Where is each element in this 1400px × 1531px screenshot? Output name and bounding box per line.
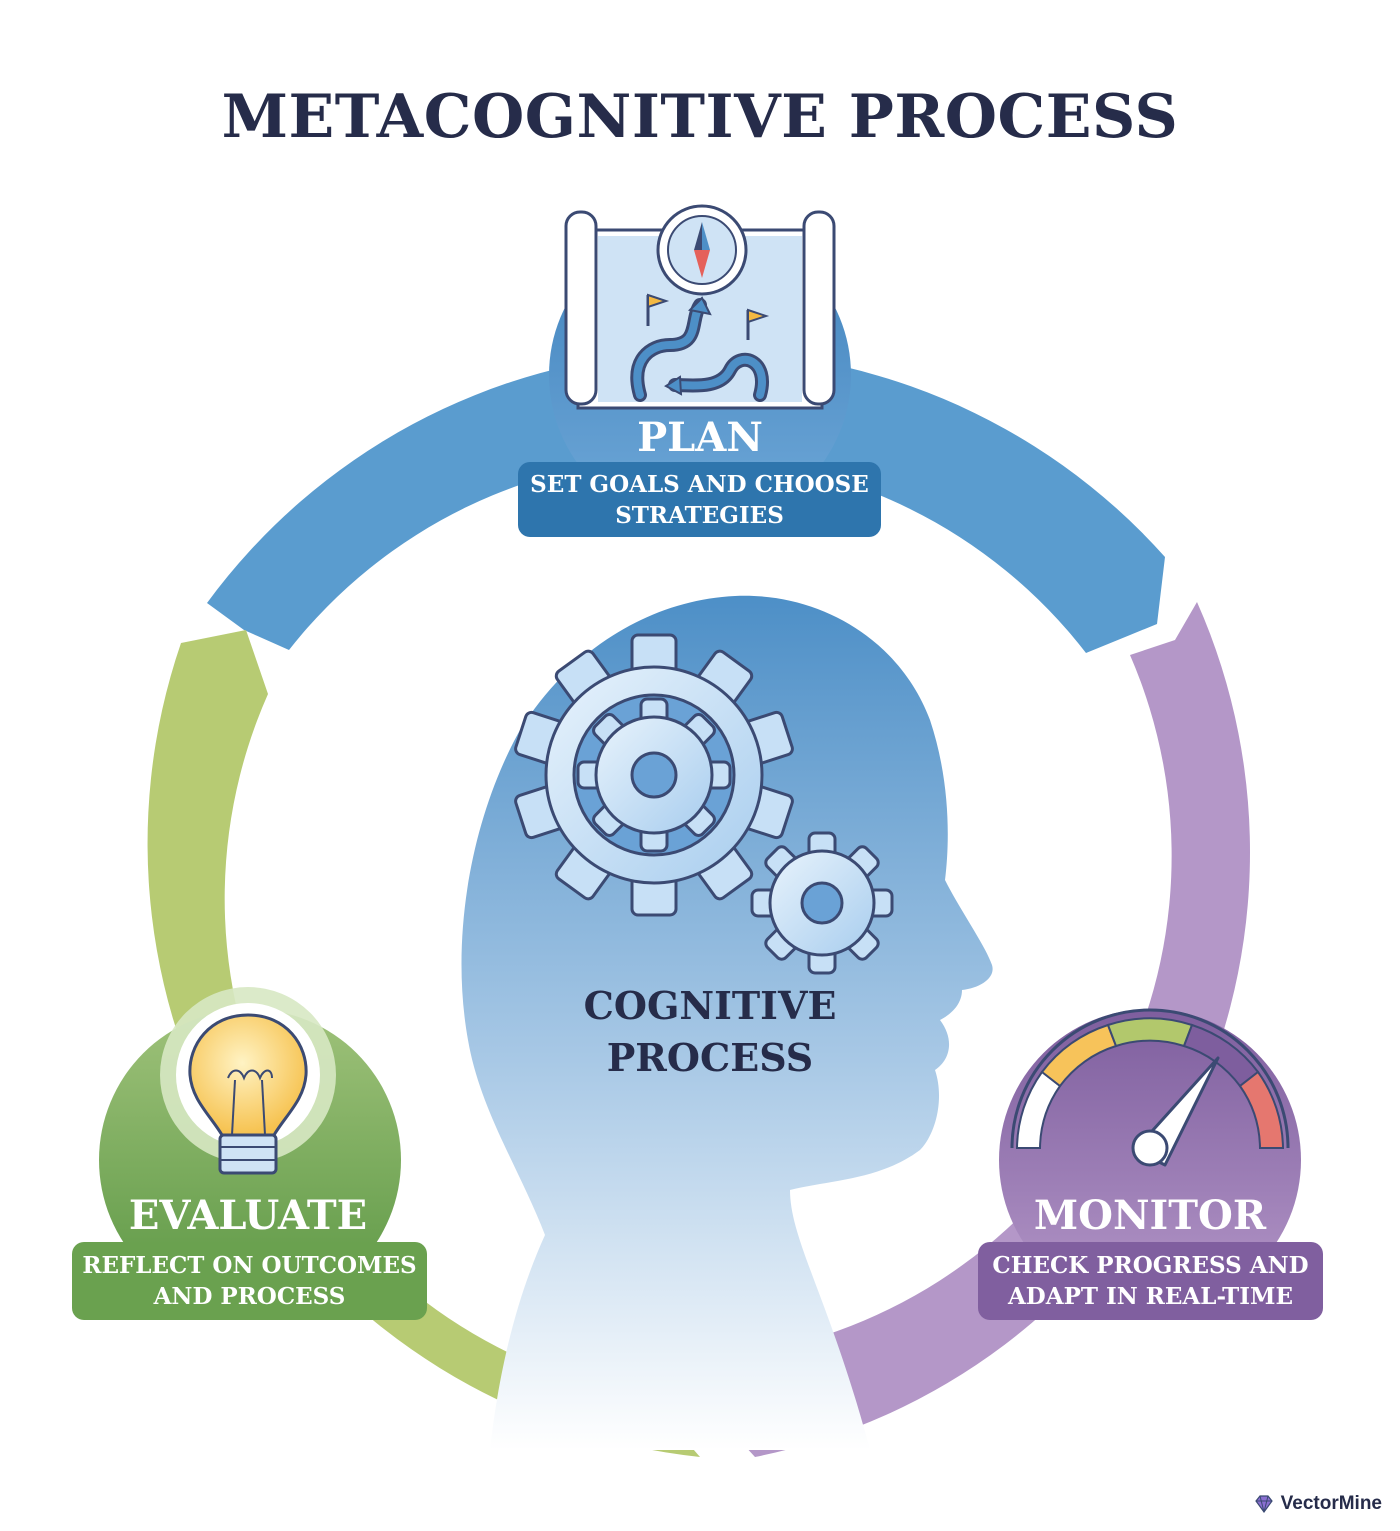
brand-watermark: VectorMine	[1248, 1491, 1386, 1517]
monitor-description-line-1: CHECK PROGRESS AND	[992, 1252, 1309, 1279]
evaluate-arrow	[147, 630, 701, 1457]
evaluate-node	[99, 987, 401, 1311]
center-label: COGNITIVE PROCESS	[540, 980, 880, 1084]
center-label-line-1: COGNITIVE	[583, 983, 837, 1028]
large-gear	[514, 633, 794, 917]
gauge-icon	[1010, 1008, 1290, 1167]
monitor-description-line-2: ADAPT IN REAL-TIME	[1007, 1283, 1294, 1310]
evaluate-title: EVALUATE	[128, 1192, 368, 1239]
plan-arrow	[207, 350, 1165, 653]
monitor-description: CHECK PROGRESS AND ADAPT IN REAL-TIME	[978, 1242, 1323, 1320]
monitor-node	[999, 1008, 1301, 1311]
lightbulb-icon	[160, 987, 336, 1175]
plan-title: PLAN	[637, 414, 763, 461]
plan-description: SET GOALS AND CHOOSE STRATEGIES	[518, 462, 881, 537]
plan-description-line-1: SET GOALS AND CHOOSE	[530, 470, 869, 498]
evaluate-description-line-2: AND PROCESS	[153, 1283, 346, 1310]
center-label-line-2: PROCESS	[606, 1035, 814, 1080]
plan-description-line-2: STRATEGIES	[615, 501, 784, 529]
map-compass-icon	[564, 204, 836, 410]
monitor-title: MONITOR	[1033, 1192, 1267, 1239]
head-gears-icon	[461, 595, 993, 1450]
gem-logo-icon	[1254, 1495, 1273, 1514]
evaluate-description: REFLECT ON OUTCOMES AND PROCESS	[72, 1242, 427, 1320]
brand-name: VectorMine	[1280, 1493, 1382, 1514]
plan-node	[549, 204, 851, 526]
evaluate-description-line-1: REFLECT ON OUTCOMES	[82, 1252, 417, 1279]
page-title: METACOGNITIVE PROCESS	[221, 82, 1179, 152]
small-gear	[750, 831, 894, 975]
